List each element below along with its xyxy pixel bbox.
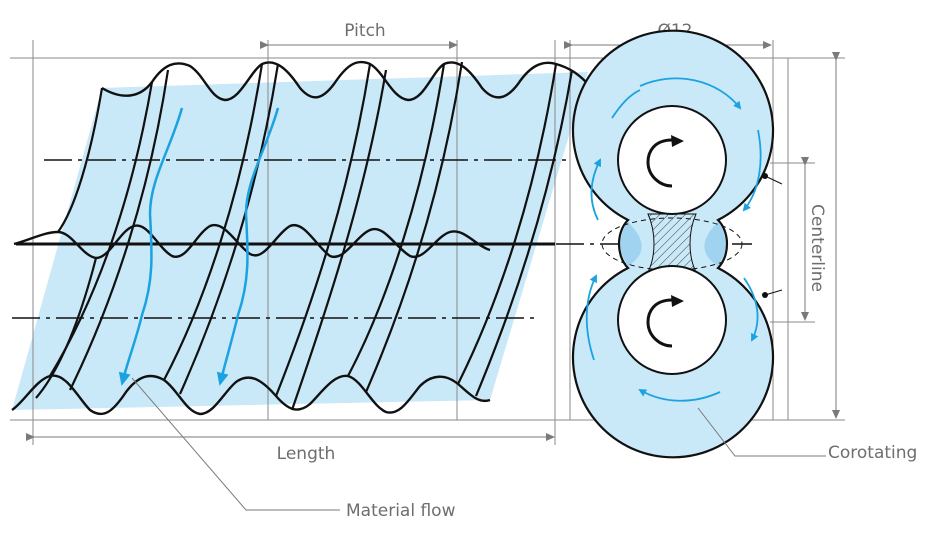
flow-arrow-right [216, 107, 280, 386]
swirl-arrow-1 [639, 77, 742, 110]
mesh-zone [647, 213, 697, 273]
intermesh-dashed [601, 217, 743, 271]
centerline-dimension: Centerline [770, 157, 827, 323]
swirl-arrow-5 [743, 277, 759, 342]
screw-core-top [617, 105, 727, 215]
swirl-arrow-2 [742, 129, 762, 212]
material-flow-callout: Material flow [131, 377, 456, 521]
intermesh-right [704, 222, 726, 266]
material-flow-label: Material flow [346, 501, 456, 521]
intermesh-left [620, 222, 642, 266]
rotation-icon-bottom [646, 298, 673, 348]
material-band [12, 72, 588, 410]
corotating-label: Corotating [828, 443, 917, 463]
pitch-label: Pitch [344, 21, 385, 41]
length-label: Length [277, 444, 336, 464]
centerline-label: Centerline [807, 204, 827, 292]
swirl-arrow-6 [638, 388, 721, 402]
swirl-arrow-4 [611, 89, 641, 119]
flow-arrow-left [118, 107, 184, 386]
screw-core-bottom [617, 265, 727, 375]
length-dimension: Length [26, 433, 555, 464]
flow-arrows [118, 107, 280, 386]
rotation-icon-top [646, 138, 673, 188]
cross-section [571, 29, 783, 459]
corotating-callout: Corotating [697, 407, 917, 463]
swirl-arrow-3 [590, 158, 601, 221]
swirl-arrow-7 [585, 274, 597, 361]
pitch-dimension: Pitch [260, 21, 458, 49]
